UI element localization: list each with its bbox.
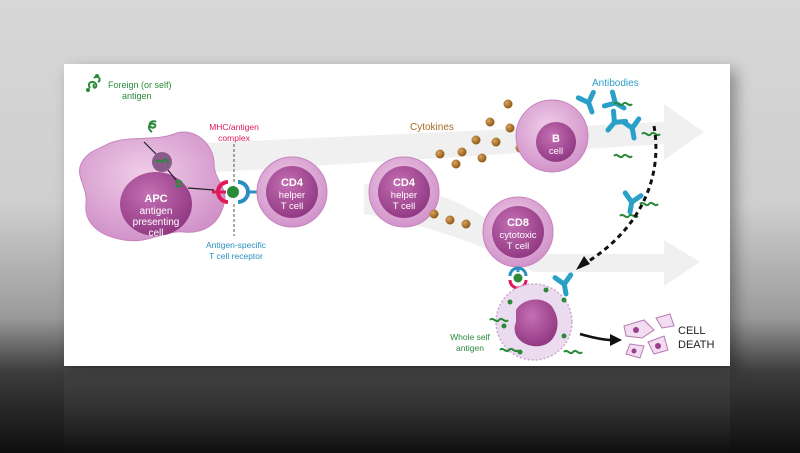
cd8-label-2: cytotoxic: [500, 230, 537, 241]
cd8-target-synapse: [508, 266, 528, 290]
cell-death-label-1: CELL: [678, 325, 706, 337]
target-cell-nucleus: [514, 299, 558, 347]
diagram-card: Foreign (or self) antigen APC antigen pr…: [64, 64, 730, 366]
cd4-label-1b: helper: [279, 190, 305, 201]
cell-fragments: [623, 313, 675, 359]
cd8-nucleus: [492, 206, 544, 258]
self-antigen-label-2: antigen: [456, 343, 484, 353]
foreign-antigen-label-1: Foreign (or self): [108, 80, 172, 90]
cd4-helper-nucleus-1: [266, 166, 318, 218]
cd4-helper-nucleus-2: [378, 166, 430, 218]
apc-label-4: cell: [148, 228, 163, 239]
cd4-label-2a: CD4: [393, 177, 416, 189]
mhc-label-2: complex: [218, 133, 250, 143]
apc-label-1: APC: [144, 193, 167, 205]
apc-nucleus: [120, 172, 192, 236]
cd4-label-1a: CD4: [281, 177, 304, 189]
cd4-label-2c: T cell: [393, 201, 416, 212]
foreign-antigen-label-2: antigen: [122, 91, 152, 101]
engulfed-antigen-icon: [147, 120, 157, 133]
cell-death-label-2: DEATH: [678, 339, 715, 351]
b-cell-label-1: B: [552, 133, 560, 145]
apc-vesicle: [152, 152, 172, 172]
self-antigen-dots: [501, 287, 567, 355]
cd8-label-3: T cell: [507, 241, 530, 252]
uptake-arrow: [143, 141, 157, 155]
processed-antigen-icon: [175, 179, 183, 188]
flow-arrows: [184, 104, 704, 286]
cd4-label-2b: helper: [391, 190, 417, 201]
b-cell-nucleus: [536, 122, 576, 162]
receptor-label-2: T cell receptor: [209, 251, 263, 261]
antibodies-label: Antibodies: [592, 78, 639, 89]
cytokines-label: Cytokines: [410, 122, 454, 133]
upper-flow-arrow: [184, 104, 704, 174]
mhc-receptor-synapse: [212, 180, 260, 204]
antigen-icon: [86, 74, 101, 92]
self-antigen-label-1: Whole self: [450, 332, 490, 342]
cd8-label-1: CD8: [507, 217, 529, 229]
cd4-label-1c: T cell: [281, 201, 304, 212]
mhc-label-1: MHC/antigen: [209, 122, 259, 132]
b-cell-label-2: cell: [549, 146, 563, 157]
immune-response-diagram: Foreign (or self) antigen APC antigen pr…: [79, 74, 715, 361]
receptor-label-1: Antigen-specific: [206, 240, 267, 250]
death-arrow: [579, 332, 613, 342]
lower-flow-arrow: [364, 184, 700, 286]
apc-label-2: antigen: [140, 206, 173, 217]
floor-reflection: [64, 368, 730, 453]
antibody-path-arrow: [583, 125, 658, 266]
apc-label-3: presenting: [133, 217, 180, 228]
